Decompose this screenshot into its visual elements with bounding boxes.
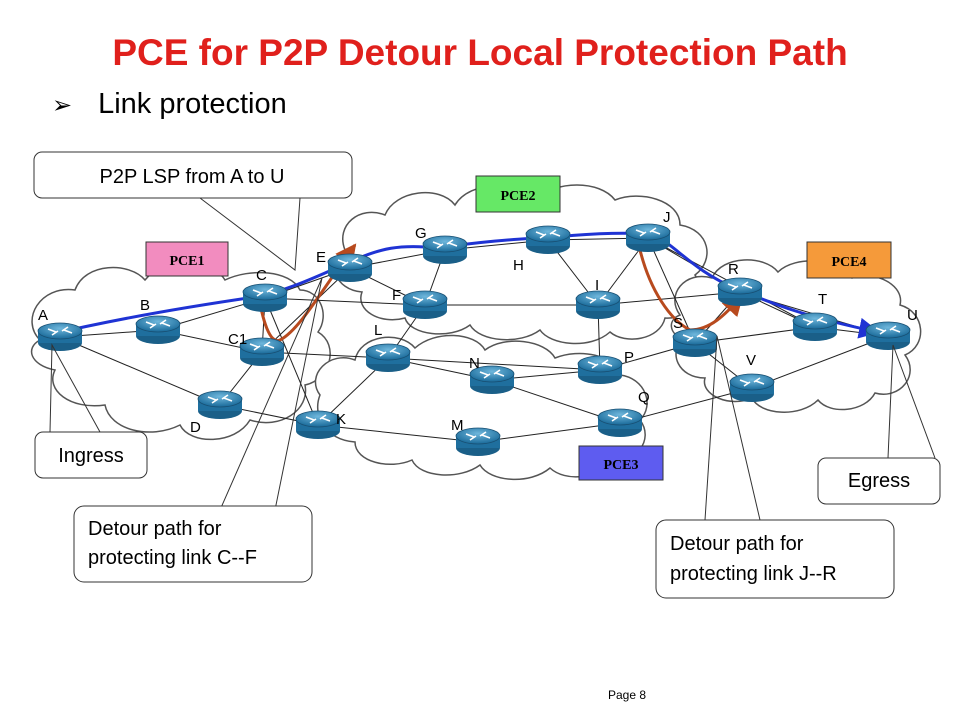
router-c-icon (242, 283, 288, 312)
pce1-box: PCE1 (145, 241, 229, 277)
node-label-i: I (595, 277, 599, 294)
router-j-icon (625, 223, 671, 252)
router-p-icon (577, 355, 623, 384)
arrow-bullet-icon: ➢ (52, 91, 73, 119)
node-label-l: L (374, 322, 382, 339)
node-label-d: D (190, 419, 201, 436)
router-q-icon (597, 408, 643, 437)
page-number: Page 8 (608, 688, 647, 702)
node-label-r: R (728, 261, 739, 278)
router-g-icon (422, 235, 468, 264)
node-label-j: J (663, 209, 671, 226)
router-s-icon (672, 328, 718, 357)
router-v-icon (729, 373, 775, 402)
router-n-icon (469, 365, 515, 394)
link-c1-e (261, 267, 351, 353)
node-label-b: B (140, 297, 150, 314)
node-label-g: G (415, 225, 427, 242)
router-h-icon (525, 225, 571, 254)
node-labels: A B C C1D E F G H I J K L M N P Q R S T U V (38, 209, 918, 436)
router-l-icon (365, 343, 411, 372)
router-k-icon (295, 410, 341, 439)
callout-p2p-lsp-text: P2P LSP from A to U (100, 166, 285, 188)
node-label-s: S (673, 315, 683, 332)
link-m-q (477, 422, 621, 443)
router-i-icon (575, 290, 621, 319)
node-label-p: P (624, 349, 634, 366)
router-m-icon (455, 427, 501, 456)
callout-detour-jr-line2: protecting link J--R (670, 563, 837, 585)
callout-pointers (49, 197, 936, 521)
node-label-f: F (392, 287, 401, 304)
node-label-c: C (256, 267, 267, 284)
callout-ingress-text: Ingress (58, 445, 124, 467)
pce2-box: PCE2 (475, 175, 561, 213)
node-label-v: V (746, 352, 756, 369)
node-label-t: T (818, 291, 827, 308)
pce4-box: PCE4 (806, 241, 892, 279)
router-b-icon (135, 315, 181, 344)
node-label-c1: C1 (228, 331, 247, 348)
link-v-u (751, 335, 889, 389)
page-title: PCE for P2P Detour Local Protection Path (112, 32, 848, 73)
node-label-m: M (451, 417, 464, 434)
node-label-q: Q (638, 389, 650, 406)
router-t-icon (792, 312, 838, 341)
callout-ingress: Ingress (34, 431, 148, 479)
router-d-icon (197, 390, 243, 419)
pce2-label: PCE2 (501, 189, 536, 204)
callout-detour-cf: Detour path for protecting link C--F (73, 505, 313, 583)
router-c1-icon (239, 337, 285, 366)
link-l-p (387, 357, 601, 371)
link-c-f (264, 297, 426, 306)
link-j-s (647, 237, 696, 344)
node-label-n: N (469, 355, 480, 372)
node-label-e: E (316, 249, 326, 266)
callout-egress-text: Egress (848, 470, 910, 492)
pce3-label: PCE3 (604, 458, 639, 473)
node-label-k: K (336, 411, 346, 428)
node-label-h: H (513, 257, 524, 274)
subtitle: ➢ Link protection (52, 88, 287, 121)
callout-detour-jr-line1: Detour path for (670, 533, 804, 555)
pce3-box: PCE3 (578, 445, 664, 481)
callout-detour-jr: Detour path for protecting link J--R (655, 519, 895, 599)
link-i-r (597, 291, 741, 306)
callout-detour-cf-line2: protecting link C--F (88, 547, 257, 569)
callout-p2p-lsp: P2P LSP from A to U (33, 151, 353, 199)
router-u-icon (865, 321, 911, 350)
routers (37, 223, 911, 456)
pce4-label: PCE4 (832, 255, 867, 270)
link-c-k (264, 297, 319, 426)
router-a-icon (37, 322, 83, 351)
pce1-label: PCE1 (170, 254, 205, 269)
callout-detour-cf-line1: Detour path for (88, 518, 222, 540)
link-a-d (59, 336, 221, 406)
callout-egress: Egress (817, 457, 941, 505)
subtitle-text: Link protection (98, 88, 287, 120)
router-e-icon (327, 253, 373, 282)
node-label-a: A (38, 307, 48, 324)
link-k-m (317, 424, 479, 443)
node-label-u: U (907, 307, 918, 324)
router-r-icon (717, 277, 763, 306)
router-f-icon (402, 290, 448, 319)
